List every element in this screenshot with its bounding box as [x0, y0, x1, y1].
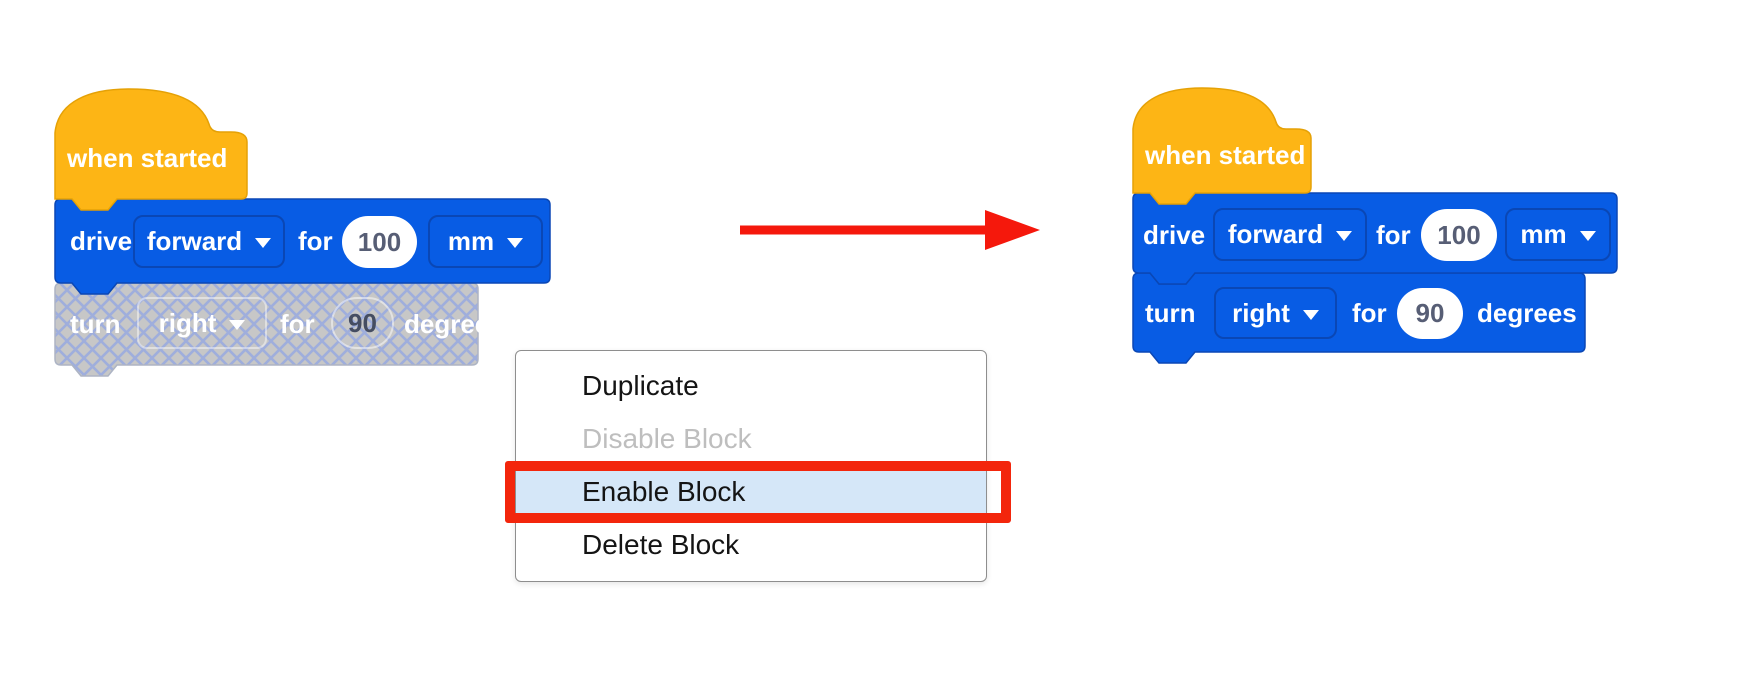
chevron-down-icon	[255, 238, 272, 248]
unit-dropdown-value: mm	[447, 226, 495, 256]
menu-item-delete-block[interactable]: Delete Block	[582, 529, 740, 560]
highlight-annotation-box	[505, 461, 1011, 523]
distance-value: 100	[1437, 219, 1481, 250]
distance-input[interactable]: 100	[1421, 209, 1497, 261]
menu-item-enable-block[interactable]: Enable Block	[516, 465, 986, 518]
chevron-down-icon	[229, 319, 246, 330]
turn-direction-value: right	[1232, 297, 1290, 328]
turn-direction-value: right	[158, 307, 217, 338]
chevron-down-icon	[1302, 309, 1319, 320]
drive-block-shape[interactable]	[1132, 192, 1618, 285]
direction-dropdown-value: forward	[146, 226, 243, 256]
when-started-hat-block[interactable]	[54, 88, 248, 211]
transition-arrow-icon	[740, 210, 1040, 250]
when-started-hat-block[interactable]	[1132, 87, 1312, 205]
menu-item-disable-block: Disable Block	[582, 423, 752, 454]
turn-verb-label: turn	[1145, 298, 1196, 328]
direction-dropdown[interactable]: forward	[1213, 208, 1367, 261]
for-label: for	[298, 226, 333, 256]
chevron-down-icon	[1579, 231, 1596, 241]
right-block-stack	[1132, 87, 1618, 364]
direction-dropdown[interactable]: forward	[133, 215, 285, 268]
chevron-down-icon	[1336, 231, 1353, 241]
turn-direction-dropdown[interactable]: right	[1214, 287, 1337, 339]
for-label: for	[1352, 298, 1387, 328]
degrees-label: degrees	[1477, 298, 1577, 328]
unit-dropdown-value: mm	[1520, 219, 1567, 249]
angle-value: 90	[348, 307, 377, 338]
for-label: for	[1376, 220, 1411, 250]
distance-value: 100	[357, 226, 402, 257]
chevron-down-icon	[507, 238, 524, 248]
drive-verb-label: drive	[70, 226, 133, 256]
menu-item-duplicate[interactable]: Duplicate	[582, 370, 699, 401]
hat-label: when started	[1145, 140, 1306, 170]
unit-dropdown[interactable]: mm	[1505, 208, 1611, 261]
for-label: for	[280, 309, 315, 339]
unit-dropdown[interactable]: mm	[428, 215, 543, 268]
angle-input[interactable]: 90	[331, 297, 394, 349]
turn-verb-label: turn	[70, 309, 121, 339]
hat-label: when started	[67, 143, 228, 173]
distance-input[interactable]: 100	[342, 216, 417, 268]
angle-value: 90	[1415, 298, 1445, 328]
turn-direction-dropdown[interactable]: right	[137, 297, 267, 349]
angle-input[interactable]: 90	[1397, 288, 1463, 339]
drive-block-shape[interactable]	[54, 198, 551, 295]
degrees-label: degrees	[404, 309, 504, 339]
drive-verb-label: drive	[1143, 220, 1206, 250]
direction-dropdown-value: forward	[1227, 219, 1324, 249]
